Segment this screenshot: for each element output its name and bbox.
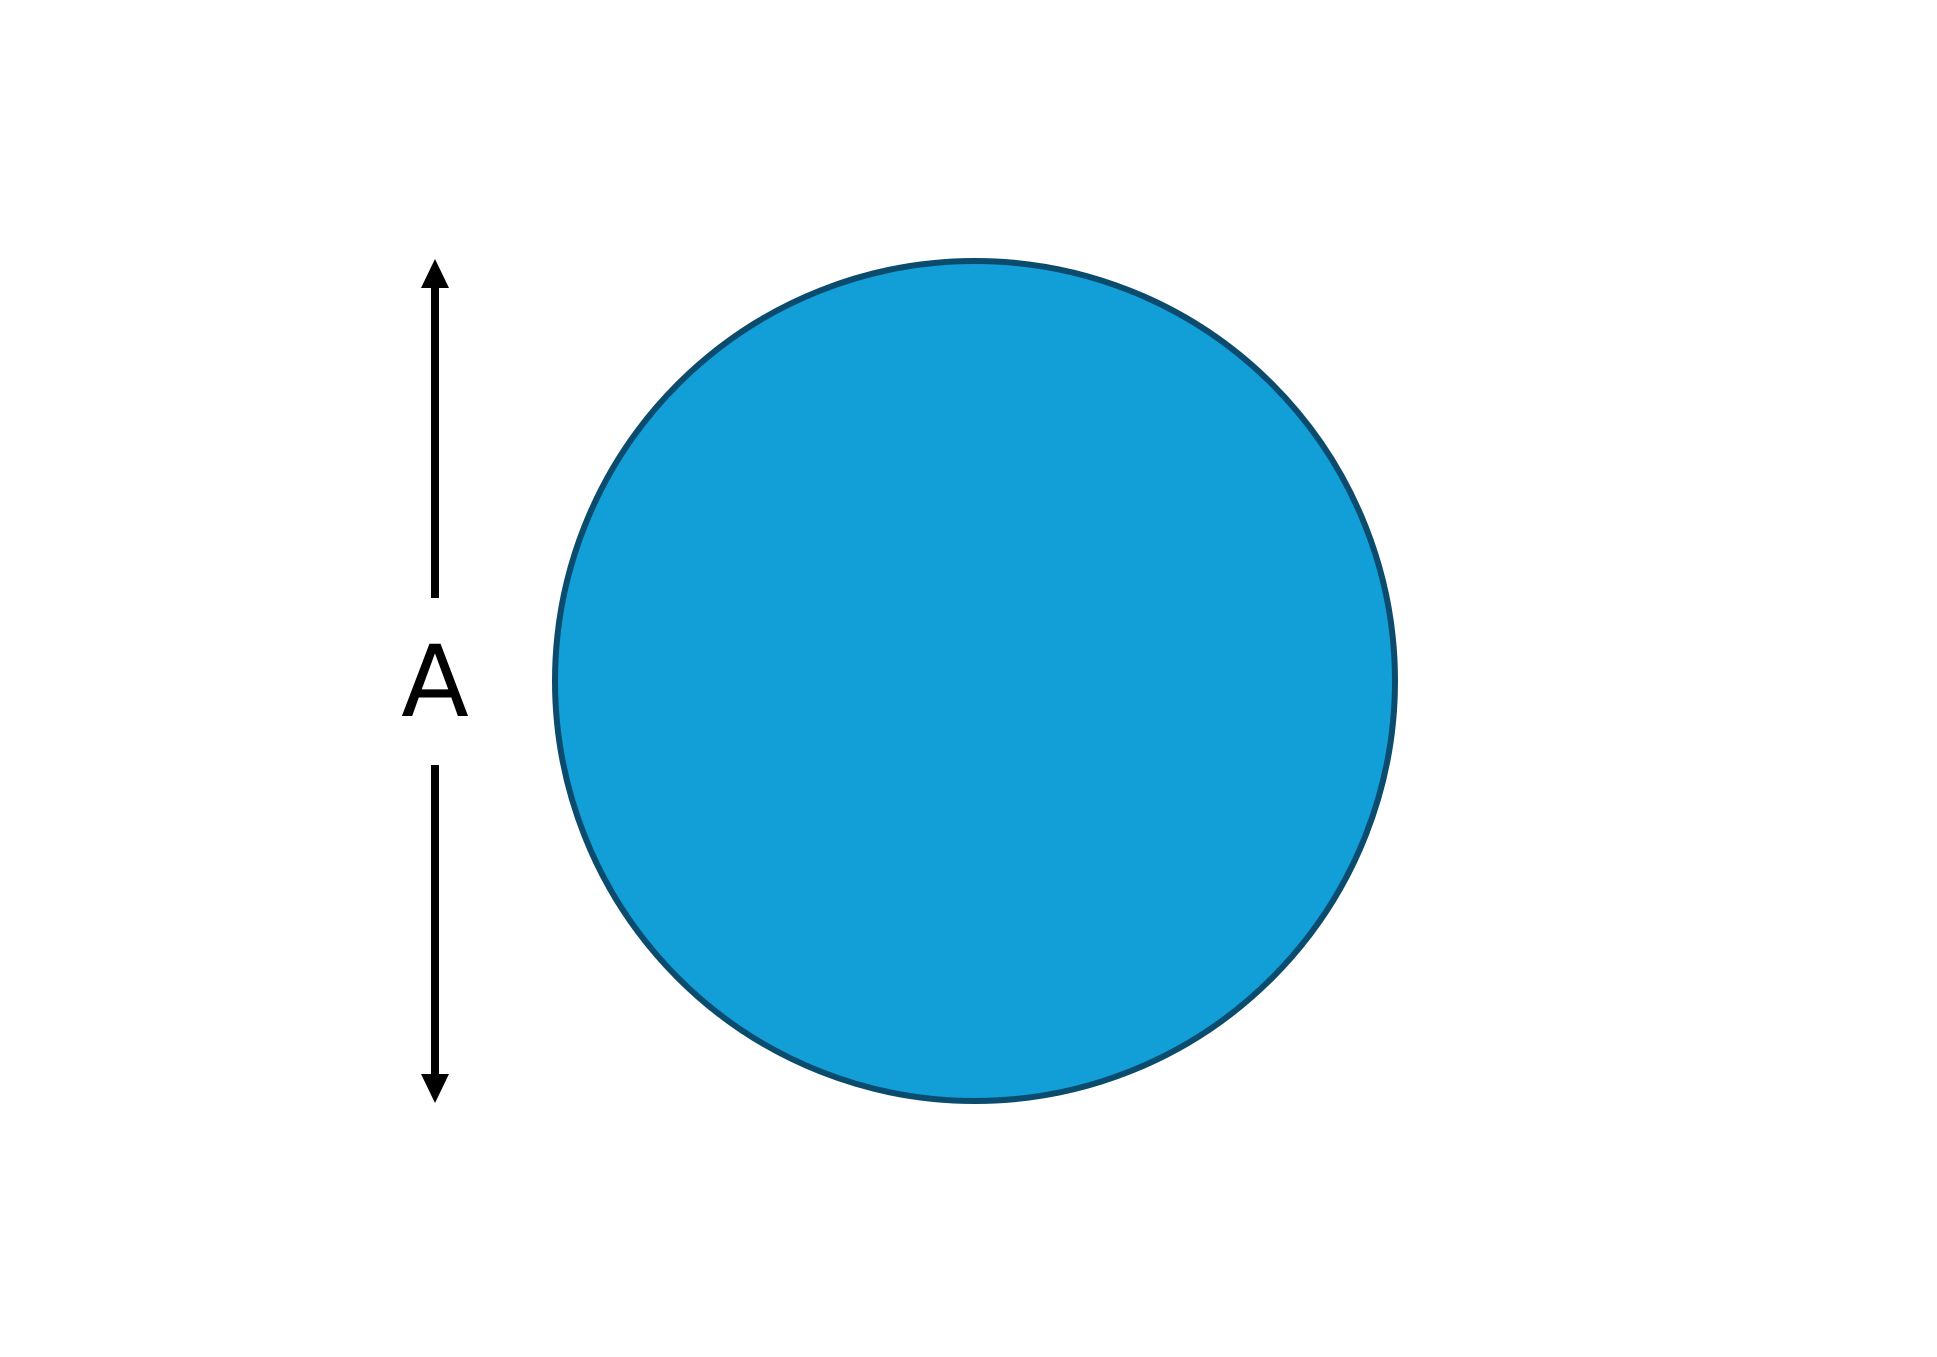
arrowhead-down-icon [421, 1074, 449, 1103]
arrowhead-up-icon [421, 259, 449, 288]
dimension-arrow-down [421, 765, 449, 1103]
dimension-arrow-up [421, 259, 449, 598]
dimension-label: A [401, 625, 469, 740]
circle-shape [552, 258, 1398, 1104]
